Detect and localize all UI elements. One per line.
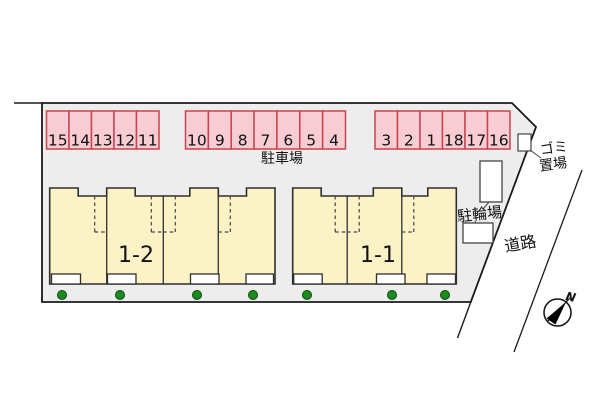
building-1-1-porches [293,273,457,285]
garbage-box [517,133,532,152]
garbage-label-line2: 置場 [538,155,568,175]
parking-space-number: 11 [138,132,158,150]
building-1-2: 1-2 [48,187,276,285]
parking-space [321,110,347,150]
parking-space-number: 8 [238,132,248,150]
road-label: 道路 [503,232,538,256]
tree-dot [115,290,125,300]
building-1-1: 1-1 [291,187,458,285]
parking-space-number: 15 [48,132,68,150]
parking-space-number: 3 [381,132,391,150]
building-1-2-label: 1-2 [118,243,154,268]
parking-space-number: 18 [444,132,464,150]
parking-space [135,110,160,150]
bicycle-parking-label: 駐輪場 [456,203,503,226]
parking-space-number: 9 [215,132,225,150]
tree-dot [302,290,312,300]
parking-space-number: 12 [115,132,135,150]
parking-lot-label: 駐車場 [261,150,303,167]
parking-space-number: 10 [187,132,207,150]
tree-dot [440,290,450,300]
building-1-2-outline [48,187,276,285]
bicycle-shed-horizontal [462,222,494,244]
road-far-edge-line [513,169,583,353]
compass: N [543,289,577,327]
parking-space-number: 17 [466,132,486,150]
tree-dot [192,290,202,300]
parking-space [486,110,511,150]
parking-space-number: 14 [70,132,90,150]
bicycle-parking-area: 駐輪場 [456,160,503,244]
parking-space-number: 7 [261,132,271,150]
building-1-1-unit-separators [346,188,403,284]
building-1-1-outline [291,187,458,285]
garbage-label-line1: ゴミ [539,138,569,159]
parking-space-number: 2 [404,132,414,150]
building-1-1-label: 1-1 [360,243,396,268]
parking-space-number: 6 [283,132,293,150]
building-1-1-stair-dashes [334,196,415,233]
bicycle-leader-line-1 [482,201,490,210]
bicycle-shed-vertical [479,160,503,203]
compass-needle [546,302,566,325]
parking-space-number: 5 [306,132,316,150]
garbage-leader-line [529,149,542,159]
tree-dot [387,290,397,300]
boundary-extension-bottom [456,301,472,339]
compass-north-label: N [564,289,577,305]
parking-space-number: 13 [93,132,113,150]
tree-dots [57,290,450,300]
tree-dot [248,290,258,300]
parking-space-number: 16 [489,132,509,150]
tree-dot [57,290,67,300]
building-1-2-porches [50,273,275,285]
parking-space-number: 1 [426,132,436,150]
parking-space-number: 4 [329,132,339,150]
building-1-2-unit-separators [106,188,219,284]
building-1-2-stair-dashes [94,196,231,233]
garbage-area: ゴミ 置場 [517,133,569,175]
